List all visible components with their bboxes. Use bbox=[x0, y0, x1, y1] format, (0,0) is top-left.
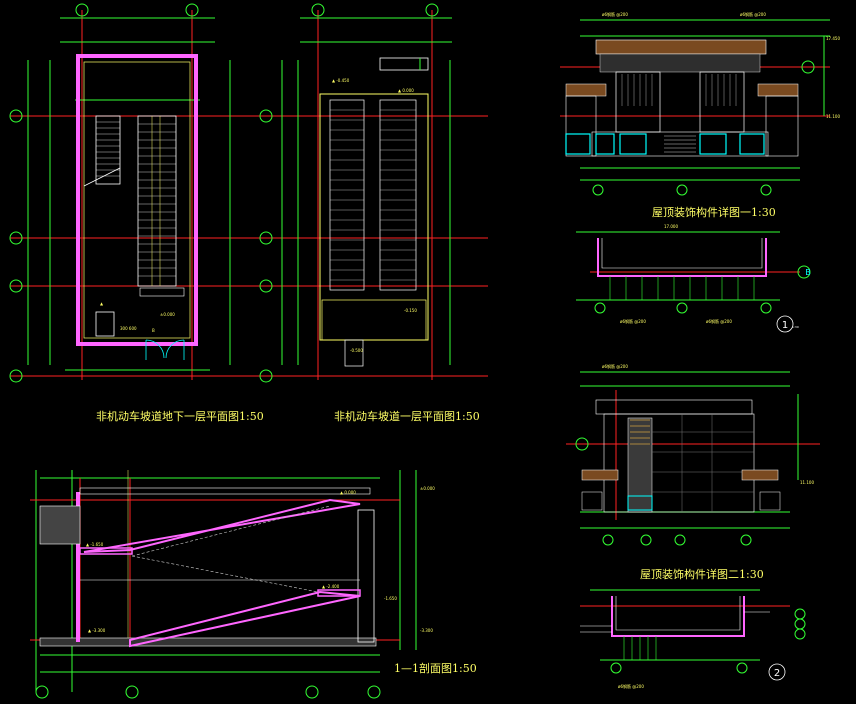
detail-1-marker: 1 bbox=[782, 320, 788, 331]
section-1-1: ▲ -1.650 ▲ -2.400 ▲ 0.000 ▲ -3.300 -3.300 ±… bbox=[30, 470, 435, 699]
detail-2-marker: 2 bbox=[774, 668, 780, 679]
roof-detail-2-elevation: ø6钢筋 @200 11.100 bbox=[566, 363, 820, 546]
svg-text:±0.000: ±0.000 bbox=[420, 486, 435, 491]
roof-detail-2-section: ø6钢筋 @200 bbox=[580, 589, 806, 689]
svg-text:ø6钢筋 @200: ø6钢筋 @200 bbox=[706, 318, 732, 324]
svg-text:±0.000: ±0.000 bbox=[160, 312, 175, 317]
svg-text:▲: ▲ bbox=[100, 301, 104, 306]
roof-detail-1-section: ø6钢筋 @200 ø6钢筋 @200 17.000 bbox=[576, 224, 811, 333]
caption-plan-ground: 非机动车坡道一层平面图1:50 bbox=[334, 410, 480, 423]
scale-tag: 1:30 bbox=[792, 325, 799, 329]
roof-detail-1-elevation: ø6钢筋 @200 ø6钢筋 @200 17.450 11.100 bbox=[560, 11, 840, 196]
svg-text:-0.500: -0.500 bbox=[350, 348, 363, 353]
svg-text:-3.300: -3.300 bbox=[420, 628, 433, 633]
svg-text:300 600: 300 600 bbox=[120, 326, 137, 331]
svg-text:ø6钢筋 @200: ø6钢筋 @200 bbox=[602, 363, 628, 369]
svg-text:11.100: 11.100 bbox=[800, 480, 814, 485]
svg-text:▲ -1.650: ▲ -1.650 bbox=[86, 542, 104, 547]
svg-text:ø6钢筋 @200: ø6钢筋 @200 bbox=[618, 683, 644, 689]
svg-text:▲ 0.000: ▲ 0.000 bbox=[340, 490, 356, 495]
svg-text:▲ 0.000: ▲ 0.000 bbox=[398, 88, 414, 93]
svg-text:11.100: 11.100 bbox=[826, 114, 840, 119]
plan-basement: 300 600 B ▲ ±0.000 bbox=[9, 3, 488, 383]
svg-text:ø6钢筋 @200: ø6钢筋 @200 bbox=[602, 11, 628, 17]
svg-text:17.450: 17.450 bbox=[826, 36, 840, 41]
svg-text:ø6钢筋 @200: ø6钢筋 @200 bbox=[620, 318, 646, 324]
caption-roof-detail-2: 屋顶装饰构件详图二1:30 bbox=[640, 568, 764, 581]
caption-plan-basement: 非机动车坡道地下一层平面图1:50 bbox=[96, 410, 264, 423]
svg-text:17.000: 17.000 bbox=[664, 224, 678, 229]
svg-text:▲ -0.450: ▲ -0.450 bbox=[332, 78, 350, 83]
svg-text:ø6钢筋 @200: ø6钢筋 @200 bbox=[740, 11, 766, 17]
caption-section: 1—1剖面图1:50 bbox=[394, 662, 477, 675]
level-mid: -1.650 bbox=[384, 596, 397, 601]
axis-b-label: B bbox=[805, 268, 811, 277]
caption-roof-detail-1: 屋顶装饰构件详图一1:30 bbox=[652, 206, 776, 219]
svg-text:▲ -3.300: ▲ -3.300 bbox=[88, 628, 106, 633]
svg-text:B: B bbox=[152, 328, 155, 333]
svg-text:▲ -2.400: ▲ -2.400 bbox=[322, 584, 340, 589]
svg-text:-0.150: -0.150 bbox=[404, 308, 417, 313]
plan-ground: ▲ -0.450 ▲ 0.000 -0.150 -0.500 bbox=[259, 3, 452, 383]
